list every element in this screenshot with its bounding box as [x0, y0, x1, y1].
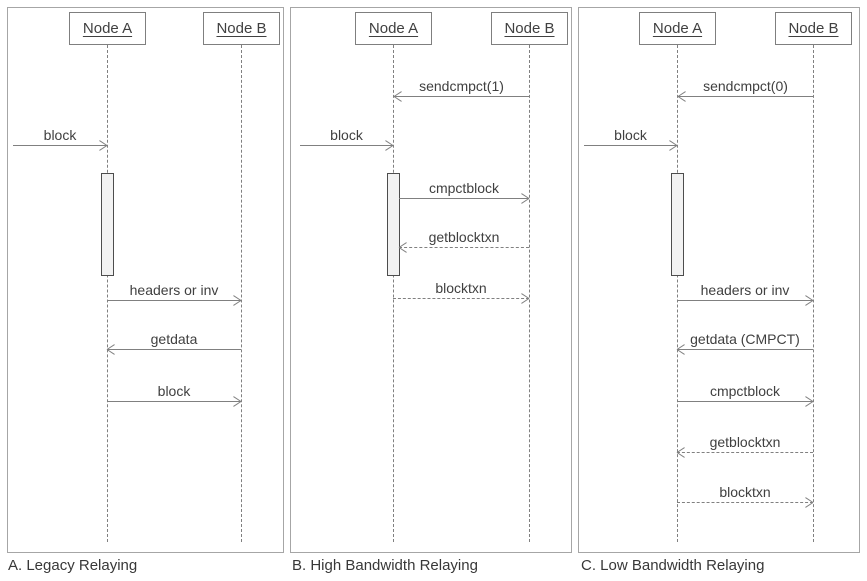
arrow-line — [677, 349, 813, 350]
message-arrow-blocktxn: blocktxn — [393, 278, 529, 299]
message-label: block — [157, 383, 191, 399]
panel-b-node-a-box: Node A — [355, 12, 432, 45]
arrow-line — [13, 145, 107, 146]
message-arrow-cmpctblock: cmpctblock — [677, 381, 813, 402]
arrow-line — [678, 96, 813, 97]
message-label: headers or inv — [700, 282, 790, 298]
panel-c-lifeline-node-b — [813, 45, 814, 542]
arrow-line — [107, 401, 241, 402]
message-arrow-getdata-cmpct: getdata (CMPCT) — [677, 329, 813, 350]
arrow-line — [394, 96, 529, 97]
panel-b-node-b-box: Node B — [491, 12, 568, 45]
arrow-line — [677, 452, 813, 453]
message-arrow-getblocktxn: getblocktxn — [677, 432, 813, 453]
panel-a-node-b-box: Node B — [203, 12, 280, 45]
message-arrow-headers-or-inv: headers or inv — [107, 280, 241, 301]
panel-b-activation-bar — [387, 173, 400, 276]
panel-b-lifeline-node-b — [529, 45, 530, 542]
panel-a-activation-bar — [101, 173, 114, 276]
panel-b-lifeline-node-a — [393, 45, 394, 542]
panel-b-caption: B. High Bandwidth Relaying — [292, 557, 478, 574]
panel-a-node-a-box: Node A — [69, 12, 146, 45]
message-label: block — [614, 127, 647, 143]
message-label: blocktxn — [435, 280, 487, 296]
message-arrow-headers-or-inv: headers or inv — [677, 280, 813, 301]
message-arrow-block-external: block — [584, 125, 677, 146]
node-title: Node A — [368, 20, 419, 37]
panel-a-lifeline-node-a — [107, 45, 108, 542]
panel-high-bandwidth-frame — [290, 7, 572, 553]
message-label: blocktxn — [719, 484, 771, 500]
message-arrow-getblocktxn: getblocktxn — [399, 227, 529, 248]
arrow-line — [107, 349, 241, 350]
arrow-line — [584, 145, 677, 146]
node-title: Node A — [82, 20, 133, 37]
arrow-line — [300, 145, 393, 146]
node-title: Node B — [788, 20, 839, 37]
panel-a-caption: A. Legacy Relaying — [8, 557, 138, 574]
message-label: block — [330, 127, 363, 143]
message-label: sendcmpct(0) — [703, 78, 788, 94]
message-arrow-block-external: block — [13, 125, 107, 146]
arrow-line — [677, 300, 813, 301]
message-label: getdata — [150, 331, 198, 347]
message-label: headers or inv — [129, 282, 219, 298]
message-arrow-block-external: block — [300, 125, 393, 146]
message-arrow-sendcmpct-0: sendcmpct(0) — [678, 76, 813, 97]
panel-c-activation-bar — [671, 173, 684, 276]
message-arrow-cmpctblock: cmpctblock — [399, 178, 529, 199]
panel-c-node-b-box: Node B — [775, 12, 852, 45]
message-label: block — [43, 127, 77, 143]
message-arrow-blocktxn: blocktxn — [677, 482, 813, 503]
message-label: sendcmpct(1) — [419, 78, 504, 94]
message-arrow-block-relay: block — [107, 381, 241, 402]
arrow-line — [393, 298, 529, 299]
arrow-line — [677, 502, 813, 503]
message-label: cmpctblock — [428, 180, 500, 196]
message-label: getblocktxn — [428, 229, 500, 245]
message-label: cmpctblock — [709, 383, 781, 399]
arrow-line — [677, 401, 813, 402]
message-arrow-sendcmpct-1: sendcmpct(1) — [394, 76, 529, 97]
message-label: getdata (CMPCT) — [690, 331, 800, 347]
arrow-line — [399, 198, 529, 199]
panel-c-node-a-box: Node A — [639, 12, 716, 45]
node-title: Node A — [652, 20, 703, 37]
arrow-line — [107, 300, 241, 301]
node-title: Node B — [504, 20, 555, 37]
panel-a-lifeline-node-b — [241, 45, 242, 542]
message-arrow-getdata: getdata — [107, 329, 241, 350]
arrow-line — [399, 247, 529, 248]
node-title: Node B — [216, 20, 267, 37]
message-label: getblocktxn — [709, 434, 781, 450]
panel-c-caption: C. Low Bandwidth Relaying — [581, 557, 765, 574]
panel-legacy-frame — [7, 7, 284, 553]
panel-c-lifeline-node-a — [677, 45, 678, 542]
